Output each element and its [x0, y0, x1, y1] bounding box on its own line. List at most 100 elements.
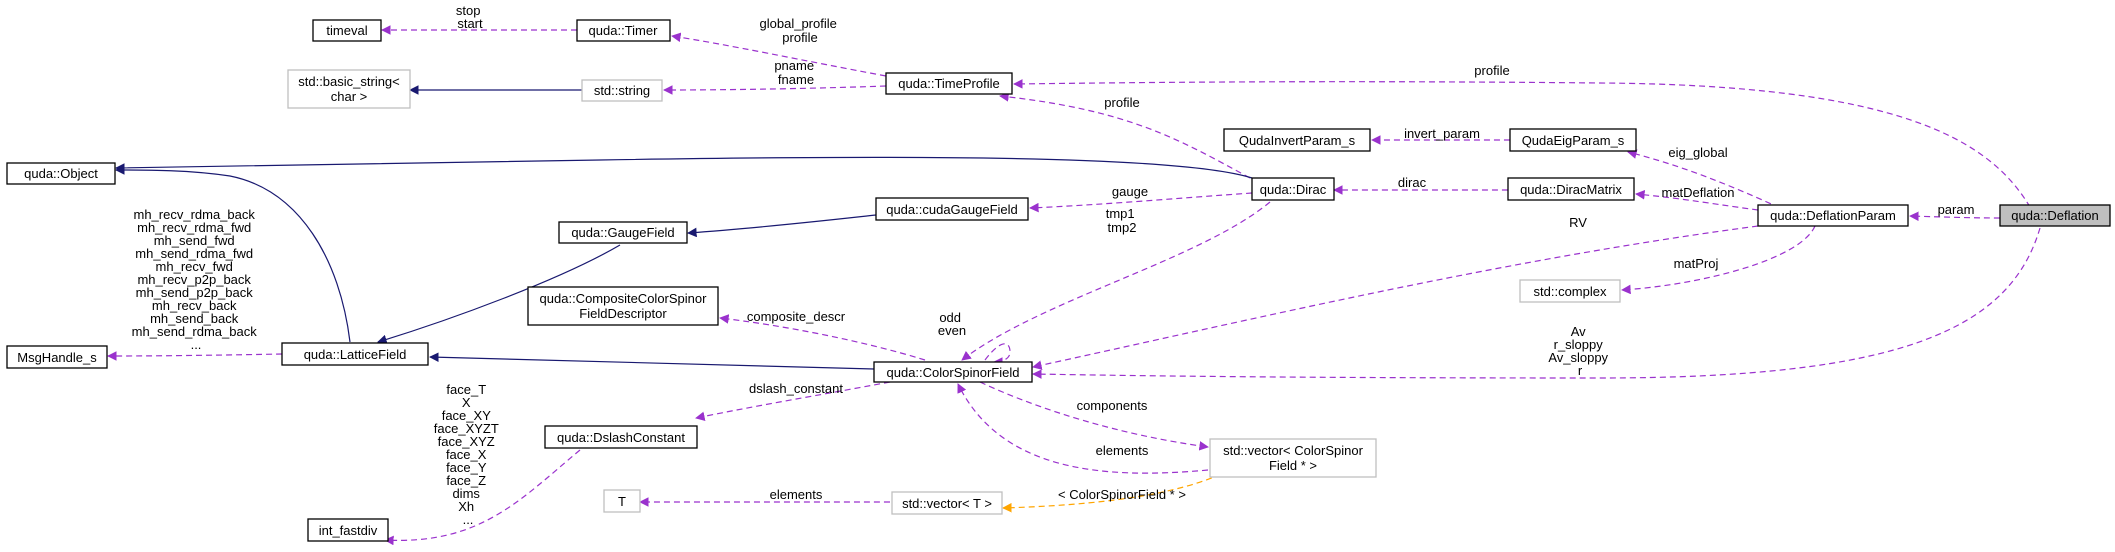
node-vector-t[interactable]: std::vector< T >: [891, 491, 1003, 515]
node-label: std::vector< ColorSpinor: [1223, 443, 1363, 458]
node-cuda-gauge-field[interactable]: quda::cudaGaugeField: [875, 197, 1029, 221]
node-label: std::string: [594, 83, 650, 98]
node-label: quda::CompositeColorSpinor: [540, 291, 708, 306]
node-label: timeval: [326, 23, 367, 38]
label-stop-start: stop start: [456, 3, 484, 31]
edge-csf-self: [984, 343, 1011, 367]
node-int-fastdiv[interactable]: int_fastdiv: [307, 518, 389, 542]
edge-gaugefield-latticefield: [377, 244, 621, 345]
edge-deflparam-csf: [1032, 225, 1759, 370]
edge-dirac-csf: [961, 201, 1271, 361]
node-color-spinor-field[interactable]: quda::ColorSpinorField: [873, 361, 1033, 383]
edge-deflation-deflparam: [1909, 211, 2001, 222]
edge-vectorcsf-vectort: [1002, 469, 1231, 513]
node-vector-colorspinor[interactable]: std::vector< ColorSpinor Field * >: [1209, 438, 1377, 478]
node-deflation[interactable]: quda::Deflation: [1999, 204, 2111, 227]
label-global-profile: global_profile profile: [760, 16, 841, 45]
node-label: MsgHandle_s: [17, 350, 97, 365]
label-rv: RV: [1569, 215, 1587, 230]
label-elements-csf: elements: [1096, 443, 1149, 458]
node-label: quda::DeflationParam: [1770, 208, 1896, 223]
edge-latticefield-object: [115, 165, 351, 343]
label-profile-top: profile: [1474, 63, 1509, 78]
node-std-complex[interactable]: std::complex: [1519, 279, 1621, 303]
label-invert-param: invert_param: [1404, 126, 1480, 141]
edge-deflation-timeprofile: [1013, 79, 2031, 208]
label-face: face_T X face_XY face_XYZT face_XYZ face…: [434, 382, 502, 527]
edge-deflation-csf: [1032, 227, 2041, 379]
label-components: components: [1077, 398, 1148, 413]
node-quda-invert-param[interactable]: QudaInvertParam_s: [1223, 128, 1371, 152]
edge-cudagauge-gaugefield: [687, 214, 877, 238]
edge-latticefield-msghandle: [107, 351, 283, 361]
label-matdeflation: matDeflation: [1662, 185, 1735, 200]
edge-deflparam-eig: [1627, 149, 1781, 209]
node-label: quda::ColorSpinorField: [887, 365, 1020, 380]
edge-vector-csf-elements: [957, 383, 1209, 474]
node-label: quda::GaugeField: [571, 225, 674, 240]
edge-dirac-object: [115, 156, 1253, 179]
node-lattice-field[interactable]: quda::LatticeField: [281, 342, 429, 366]
label-gauge: gauge: [1112, 184, 1148, 199]
node-t[interactable]: T: [603, 489, 641, 513]
node-label: QudaEigParam_s: [1522, 133, 1625, 148]
edge-dirac-timeprofile: [999, 92, 1251, 179]
node-timeval[interactable]: timeval: [312, 19, 382, 42]
edge-csf-composite: [719, 314, 926, 361]
edge-deflparam-complex: [1621, 225, 1816, 295]
node-quda-eig-param[interactable]: QudaEigParam_s: [1509, 128, 1637, 152]
label-tmp: tmp1 tmp2: [1106, 206, 1139, 235]
label-mh: mh_recv_rdma_back mh_recv_rdma_fwd mh_se…: [132, 207, 261, 352]
node-label: quda::LatticeField: [304, 347, 407, 362]
node-label: quda::Deflation: [2011, 208, 2098, 223]
node-label: quda::TimeProfile: [898, 76, 999, 91]
edge-timeprofile-timer: [671, 32, 887, 77]
label-elements-t: elements: [770, 487, 823, 502]
node-object[interactable]: quda::Object: [6, 162, 116, 185]
node-label: quda::Dirac: [1260, 182, 1327, 197]
node-label: QudaInvertParam_s: [1239, 133, 1356, 148]
node-label: T: [618, 494, 626, 509]
label-dirac: dirac: [1398, 175, 1427, 190]
node-label: int_fastdiv: [319, 523, 378, 538]
edge-csf-vector-components: [979, 381, 1209, 451]
node-label: std::basic_string<: [298, 74, 400, 89]
node-label: FieldDescriptor: [579, 306, 667, 321]
node-dirac-matrix[interactable]: quda::DiracMatrix: [1507, 177, 1635, 201]
label-av: Av r_sloppy Av_sloppy r: [1548, 324, 1611, 378]
node-label: std::vector< T >: [902, 496, 992, 511]
node-deflation-param[interactable]: quda::DeflationParam: [1757, 204, 1909, 227]
node-timeprofile[interactable]: quda::TimeProfile: [885, 72, 1013, 95]
edge-deflparam-diracmatrix: [1635, 190, 1759, 211]
label-odd-even: odd even: [938, 310, 966, 338]
label-dslash-constant: dslash_constant: [749, 381, 843, 396]
node-label: quda::DiracMatrix: [1520, 182, 1622, 197]
edge-csf-dslash: [695, 381, 891, 421]
node-label: char >: [331, 89, 368, 104]
edge-csf-latticefield: [429, 352, 875, 370]
node-dirac[interactable]: quda::Dirac: [1251, 177, 1335, 201]
label-matproj: matProj: [1674, 256, 1719, 271]
node-label: std::complex: [1534, 284, 1607, 299]
node-msghandle[interactable]: MsgHandle_s: [6, 345, 108, 369]
label-template-arg: < ColorSpinorField * >: [1058, 487, 1186, 502]
node-basic-string[interactable]: std::basic_string< char >: [287, 69, 411, 109]
label-param: param: [1938, 202, 1975, 217]
label-pname-fname: pname fname: [774, 58, 817, 87]
node-label: quda::Timer: [589, 23, 659, 38]
node-label: Field * >: [1269, 458, 1317, 473]
node-timer[interactable]: quda::Timer: [576, 19, 671, 42]
node-label: quda::cudaGaugeField: [886, 202, 1018, 217]
label-composite-descr: composite_descr: [747, 309, 846, 324]
label-profile-dirac: profile: [1104, 95, 1139, 110]
node-dslash-constant[interactable]: quda::DslashConstant: [544, 425, 698, 449]
edge-dirac-cudagauge: [1029, 192, 1253, 213]
node-label: quda::DslashConstant: [557, 430, 685, 445]
label-eig-global: eig_global: [1668, 145, 1727, 160]
edge-timeprofile-string: [663, 85, 887, 95]
node-composite-descriptor[interactable]: quda::CompositeColorSpinor FieldDescript…: [527, 286, 719, 326]
node-label: quda::Object: [24, 166, 98, 181]
node-string[interactable]: std::string: [581, 79, 663, 102]
node-gauge-field[interactable]: quda::GaugeField: [558, 221, 688, 244]
